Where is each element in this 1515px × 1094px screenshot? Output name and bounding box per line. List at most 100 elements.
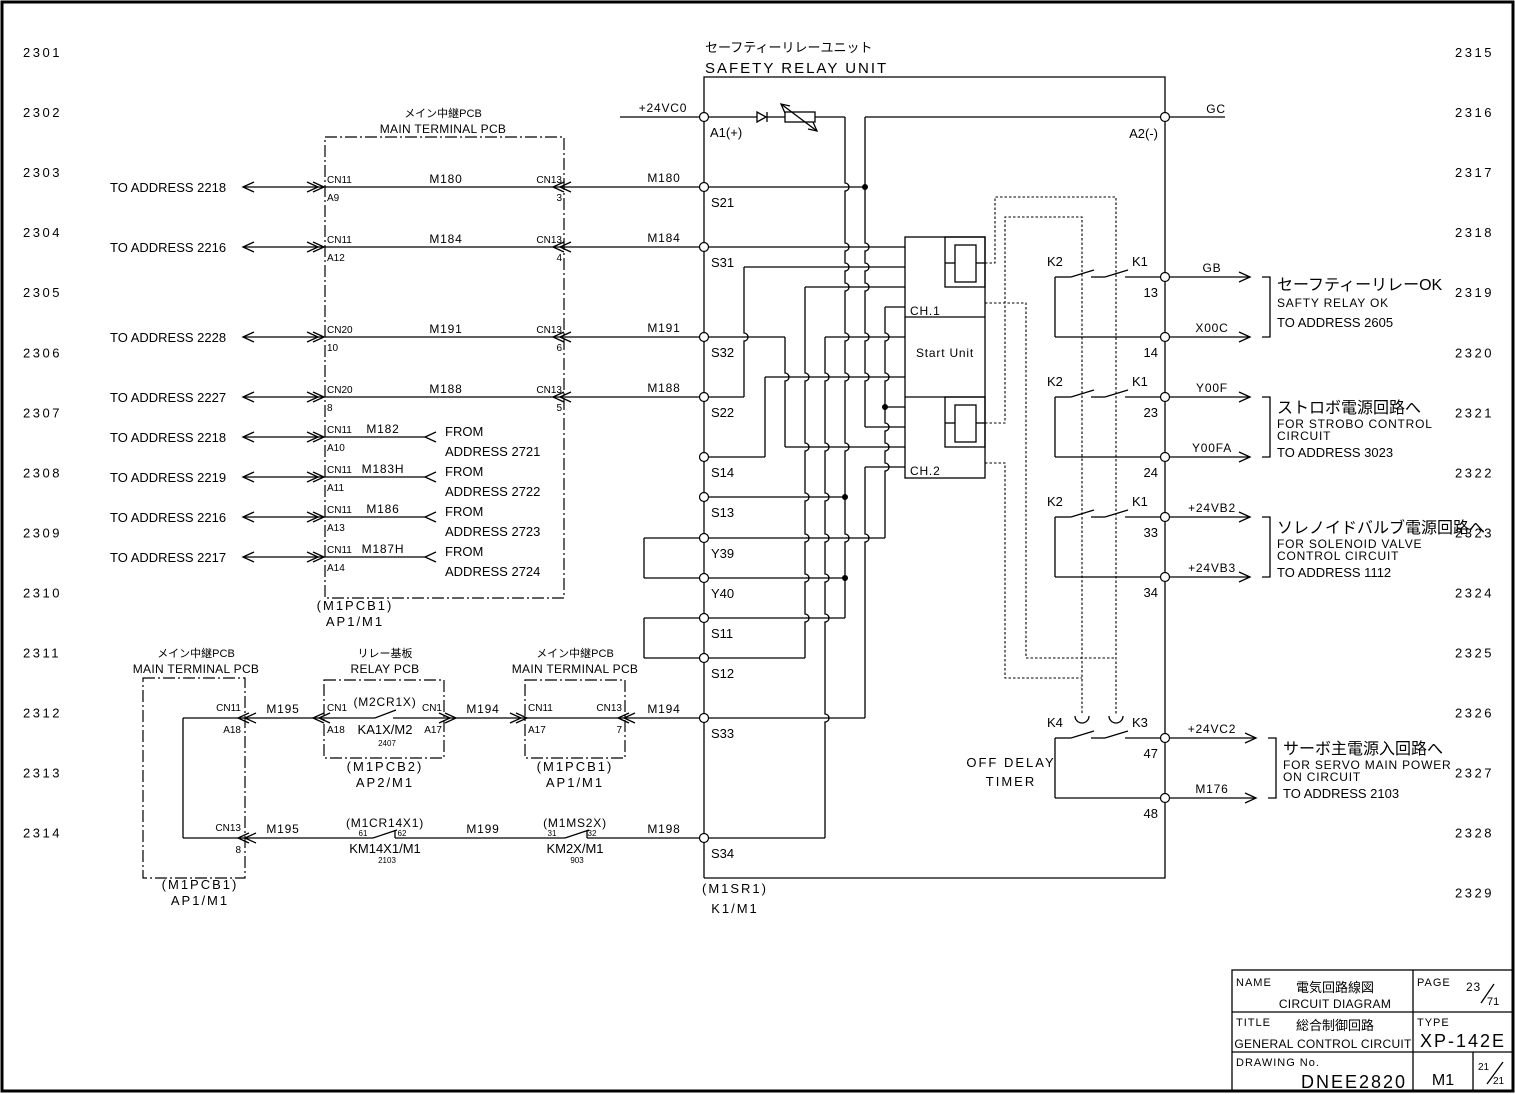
connector-arrow-icon	[551, 181, 565, 193]
contact-ref: KA1X/M2	[358, 722, 413, 737]
connector-label: CN11	[327, 175, 352, 186]
pin-label: A11	[327, 483, 344, 494]
wire-label: M191	[647, 321, 680, 335]
output-arrow-icon	[1238, 331, 1252, 343]
terminal-label: S12	[711, 666, 734, 681]
pin-label: A18	[327, 725, 345, 736]
contact-name: (M1MS2X)	[543, 816, 607, 830]
pcb-title-jp: メイン中継PCB	[157, 646, 235, 660]
connector-arrow-icon	[551, 331, 565, 343]
destination-jp: ストロボ電源回路へ	[1277, 399, 1421, 417]
from-address-label: ADDRESS 2722	[445, 484, 540, 499]
no-contact-blade	[1104, 389, 1129, 398]
internal-bus-wire	[864, 467, 870, 718]
connector-arrow-icon	[306, 431, 320, 443]
fuse-icon	[784, 111, 816, 123]
to-address-label: TO ADDRESS 2216	[110, 240, 226, 255]
internal-bus-wire	[784, 337, 790, 447]
row-number-right: 2319	[1455, 285, 1494, 300]
pcb-title-en: MAIN TERMINAL PCB	[512, 662, 638, 676]
channel-label: CH.2	[910, 464, 941, 478]
connector-label: CN13	[215, 823, 241, 834]
destination-bracket	[1268, 737, 1277, 799]
pin-label: A10	[327, 443, 345, 454]
pcb-ref: AP1/M1	[326, 614, 384, 629]
input-terminal	[698, 652, 710, 664]
pin-label: 6	[556, 343, 562, 354]
no-contact-blade	[1070, 269, 1095, 278]
terminal-a1	[698, 111, 710, 123]
row-number-right: 2329	[1455, 886, 1494, 901]
contact-label: K2	[1047, 374, 1063, 389]
nc-contact-blade	[564, 829, 590, 839]
section-code: M1	[1432, 1072, 1454, 1089]
connector-arrow-icon	[306, 471, 320, 483]
no-contact-blade	[1104, 730, 1129, 739]
pin-label: 8	[235, 845, 241, 856]
row-number-right: 2323	[1455, 525, 1494, 540]
wire-label: M194	[466, 702, 499, 716]
wire-label: M194	[647, 702, 680, 716]
row-number-left: 2309	[23, 525, 62, 540]
terminal-label: 23	[1144, 405, 1158, 420]
middle-pcb-box	[524, 679, 626, 759]
pin-label: A14	[327, 563, 345, 574]
destination-jp: ソレノイドバルブ電源回路へ	[1277, 518, 1485, 537]
from-label: FROM	[445, 504, 483, 519]
terminal-label: 13	[1144, 285, 1158, 300]
destination-jp: サーボ主電源入回路へ	[1283, 740, 1443, 758]
pcb-ref: AP1/M1	[546, 775, 604, 790]
connector-arrow-icon	[236, 712, 250, 724]
wire-label: +24VC0	[639, 101, 688, 115]
row-number-right: 2315	[1455, 45, 1494, 60]
wire-label: Y00FA	[1192, 441, 1232, 455]
output-terminal	[1159, 451, 1171, 463]
connector-arrow-icon	[306, 391, 320, 403]
contact-address: 2407	[378, 739, 396, 748]
row-number-left: 2307	[23, 405, 62, 420]
wire-label: +24VB2	[1188, 501, 1236, 515]
destination-jp: セーフティーリレーOK	[1277, 277, 1443, 294]
pin-label: 5	[556, 403, 562, 414]
destination-bracket	[1262, 396, 1271, 458]
wire-label: M188	[647, 381, 680, 395]
mechanical-link	[985, 462, 1082, 679]
drawing-number-label: DRAWING No.	[1236, 1057, 1320, 1069]
start-unit-label: Start Unit	[916, 346, 974, 360]
terminal-label: 47	[1144, 746, 1158, 761]
pin-label: A18	[223, 725, 241, 736]
mechanical-link	[985, 302, 1116, 659]
page-label: PAGE	[1417, 977, 1451, 989]
pin-label: A9	[327, 193, 340, 204]
wire-label: M187H	[362, 542, 405, 556]
pin-label: 4	[556, 253, 562, 264]
sheet-current: 21	[1478, 1062, 1490, 1073]
destination-en: CONTROL CIRCUIT	[1277, 549, 1399, 563]
pcb-title-en: MAIN TERMINAL PCB	[380, 122, 506, 136]
pin-label: A13	[327, 523, 345, 534]
no-contact-blade	[1070, 389, 1095, 398]
connector-arrow-icon	[311, 712, 325, 724]
destination-address: TO ADDRESS 3023	[1277, 445, 1393, 460]
destination-en: SAFTY RELAY OK	[1277, 296, 1389, 310]
destination-address: TO ADDRESS 2103	[1283, 786, 1399, 801]
connector-arrow-icon	[312, 551, 326, 563]
connector-arrow-icon	[243, 712, 257, 724]
wire-label: M195	[266, 702, 299, 716]
destination-address: TO ADDRESS 2605	[1277, 315, 1393, 330]
drawing-title-en: GENERAL CONTROL CIRCUIT	[1234, 1037, 1412, 1051]
contact-label: K1	[1132, 374, 1148, 389]
to-address-label: TO ADDRESS 2228	[110, 330, 226, 345]
wire-label: GC	[1206, 102, 1226, 116]
terminal-label: 24	[1144, 465, 1158, 480]
drawing-name-en: CIRCUIT DIAGRAM	[1279, 997, 1391, 1011]
output-terminal	[1159, 331, 1171, 343]
to-address-label: TO ADDRESS 2219	[110, 470, 226, 485]
fraction-slash	[1486, 1061, 1504, 1085]
contact-label: K3	[1132, 715, 1148, 730]
output-terminal	[1159, 732, 1171, 744]
no-contact-blade	[1104, 269, 1129, 278]
internal-bus-wire	[824, 337, 830, 838]
row-number-right: 2320	[1455, 345, 1494, 360]
connector-arrow-icon	[444, 712, 458, 724]
